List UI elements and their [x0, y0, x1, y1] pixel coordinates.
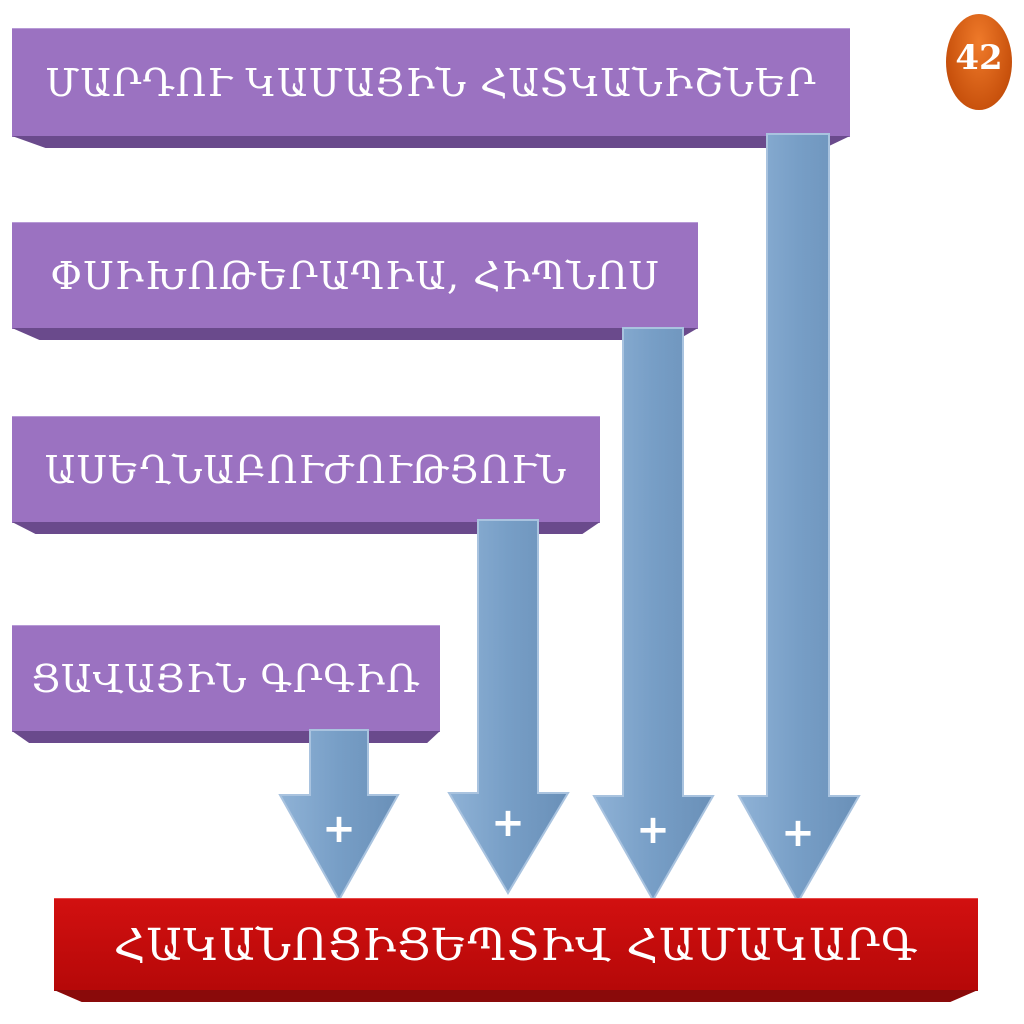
arrow-2: + — [447, 519, 570, 895]
factor-label-volitional-traits: ՄԱՐԴՈՒ ԿԱՄԱՅԻՆ ՀԱՏԿԱՆԻՇՆԵՐ — [45, 61, 817, 105]
factor-box-shadow — [12, 328, 698, 340]
plus-sign-4: + — [781, 810, 815, 856]
factor-box-pain-stimulus: ՑԱՎԱՅԻՆ ԳՐԳԻՌ — [12, 625, 440, 732]
factor-box-psychotherapy: ՓՍԻԽՈԹԵՐԱՊԻԱ, ՀԻՊՆՈՍ — [12, 222, 698, 329]
factor-box-shadow — [12, 136, 850, 148]
plus-sign-1: + — [322, 806, 356, 852]
page-number: 42 — [955, 38, 1003, 78]
factor-label-acupuncture: ԱՍԵՂՆԱԲՈՒԺՈՒԹՅՈՒՆ — [44, 448, 568, 492]
page-number-badge: 42 — [946, 14, 1012, 110]
arrow-3: + — [592, 327, 715, 903]
factor-label-pain-stimulus: ՑԱՎԱՅԻՆ ԳՐԳԻՌ — [31, 657, 421, 701]
result-box-shadow — [54, 990, 978, 1002]
arrow-4: + — [737, 133, 861, 905]
factor-box-volitional-traits: ՄԱՐԴՈՒ ԿԱՄԱՅԻՆ ՀԱՏԿԱՆԻՇՆԵՐ — [12, 28, 850, 137]
factor-box-acupuncture: ԱՍԵՂՆԱԲՈՒԺՈՒԹՅՈՒՆ — [12, 416, 600, 523]
result-label: ՀԱԿԱՆՈՑԻՑԵՊՏԻՎ ՀԱՄԱԿԱՐԳ — [113, 919, 919, 971]
plus-sign-2: + — [491, 800, 525, 846]
plus-sign-3: + — [636, 807, 670, 853]
arrow-1: + — [278, 729, 400, 903]
factor-box-shadow — [12, 522, 600, 534]
result-box: ՀԱԿԱՆՈՑԻՑԵՊՏԻՎ ՀԱՄԱԿԱՐԳ — [54, 898, 978, 991]
factor-label-psychotherapy: ՓՍԻԽՈԹԵՐԱՊԻԱ, ՀԻՊՆՈՍ — [50, 254, 660, 298]
